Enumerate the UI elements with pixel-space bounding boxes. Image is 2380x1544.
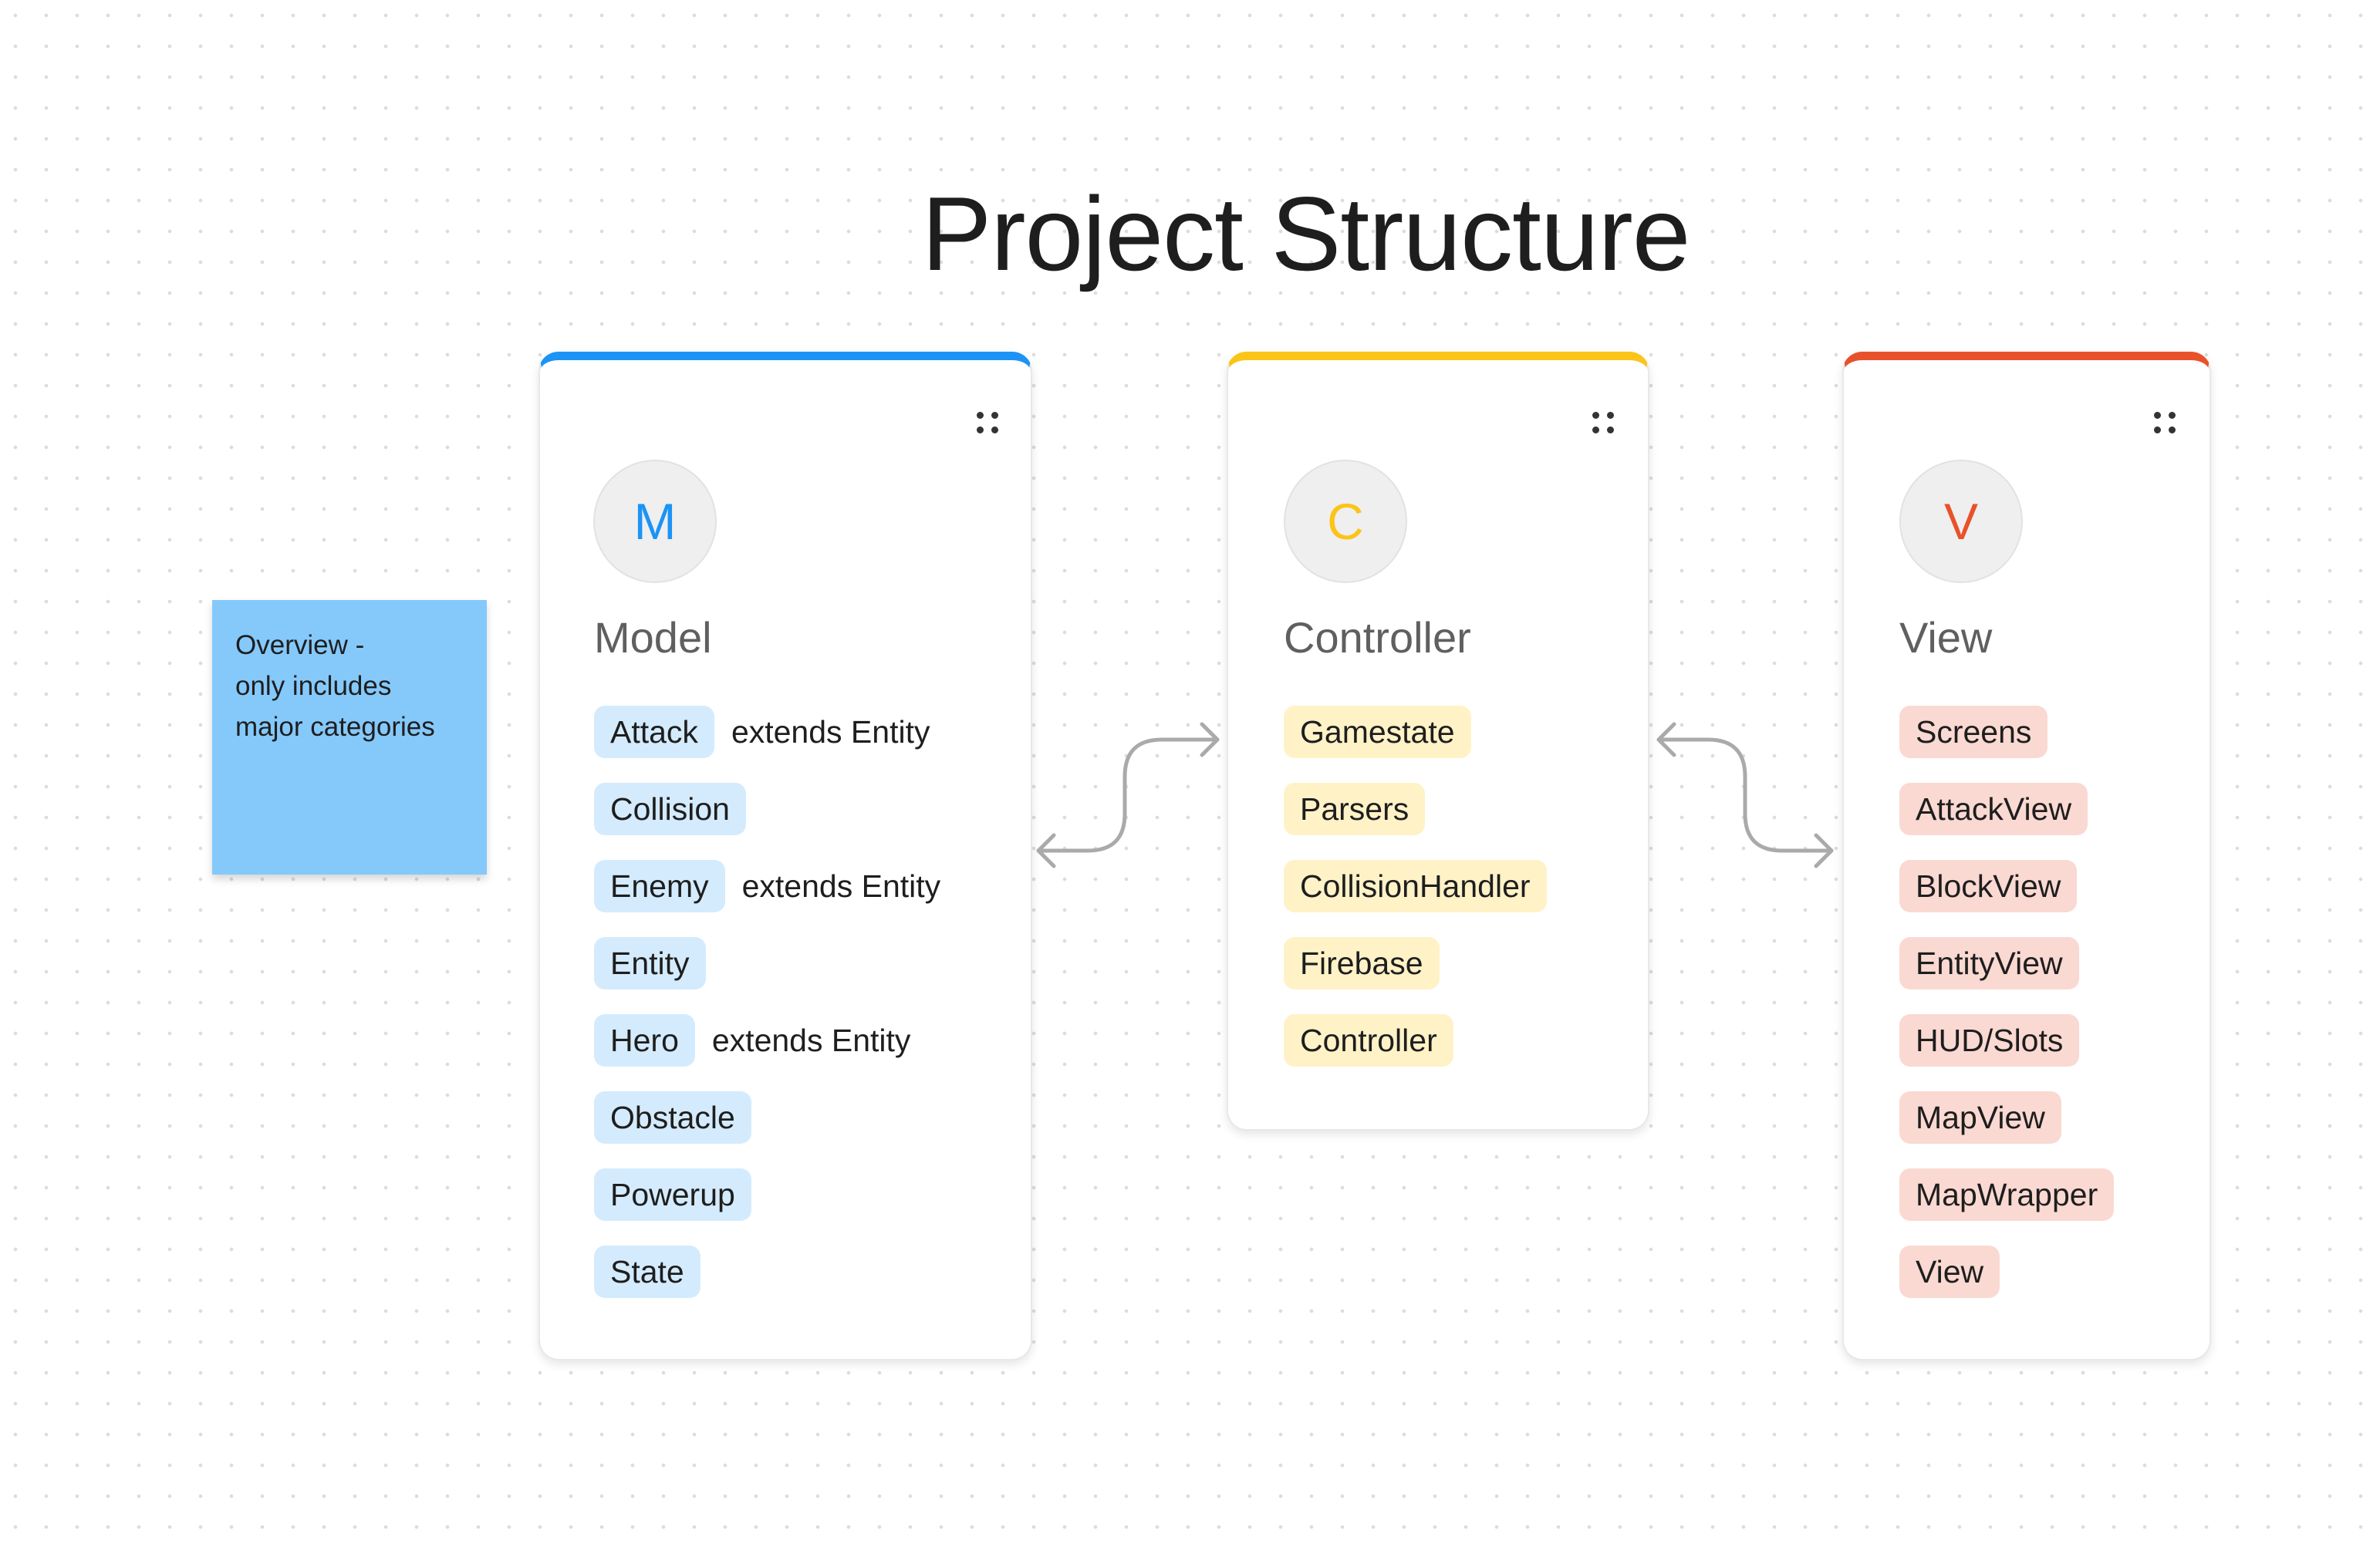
controller-avatar: C — [1284, 460, 1407, 583]
list-item: BlockView — [1899, 860, 2114, 937]
view-tag[interactable]: Screens — [1899, 706, 2048, 758]
list-item: Screens — [1899, 706, 2114, 783]
model-item-list: Attack extends Entity Collision Enemy ex… — [594, 706, 940, 1323]
model-tag[interactable]: Hero — [594, 1014, 695, 1067]
controller-view-connector[interactable] — [1656, 722, 1834, 868]
page-title: Project Structure — [921, 175, 1691, 292]
model-tag[interactable]: Powerup — [594, 1168, 751, 1221]
view-tag[interactable]: MapView — [1899, 1091, 2061, 1144]
model-tag[interactable]: Collision — [594, 783, 746, 835]
model-tag[interactable]: Obstacle — [594, 1091, 751, 1144]
drag-handle-icon[interactable] — [976, 411, 999, 434]
controller-card-title: Controller — [1284, 613, 1471, 662]
model-tag[interactable]: Enemy — [594, 860, 725, 912]
drag-handle-icon[interactable] — [2153, 411, 2176, 434]
controller-tag[interactable]: Gamestate — [1284, 706, 1471, 758]
view-card[interactable]: V View Screens AttackView BlockView Enti… — [1842, 352, 2211, 1360]
list-item: Obstacle — [594, 1091, 940, 1168]
list-item: View — [1899, 1246, 2114, 1323]
drag-handle-icon[interactable] — [1592, 411, 1615, 434]
view-item-list: Screens AttackView BlockView EntityView … — [1899, 706, 2115, 1323]
list-item: Firebase — [1284, 937, 1547, 1014]
list-item: Enemy extends Entity — [594, 860, 940, 937]
list-item: Gamestate — [1284, 706, 1547, 783]
controller-tag[interactable]: Controller — [1284, 1014, 1453, 1067]
view-tag[interactable]: EntityView — [1899, 937, 2079, 989]
extends-note: extends Entity — [731, 714, 930, 750]
model-controller-connector[interactable] — [1036, 722, 1220, 868]
view-tag[interactable]: View — [1899, 1246, 2000, 1298]
list-item: HUD/Slots — [1899, 1014, 2114, 1091]
list-item: Collision — [594, 783, 940, 860]
controller-card[interactable]: C Controller Gamestate Parsers Collision… — [1227, 352, 1649, 1131]
list-item: AttackView — [1899, 783, 2114, 860]
view-card-title: View — [1899, 613, 1993, 662]
controller-tag[interactable]: CollisionHandler — [1284, 860, 1547, 912]
sticky-note-line: Overview - — [235, 630, 365, 660]
list-item: EntityView — [1899, 937, 2114, 1014]
view-tag[interactable]: AttackView — [1899, 783, 2088, 835]
list-item: Powerup — [594, 1168, 940, 1246]
controller-tag[interactable]: Parsers — [1284, 783, 1426, 835]
sticky-note-line: only includes — [235, 671, 392, 701]
model-tag[interactable]: Entity — [594, 937, 706, 989]
sticky-note-line: major categories — [235, 712, 435, 742]
extends-note: extends Entity — [711, 1023, 911, 1058]
model-avatar: M — [593, 460, 717, 583]
list-item: Attack extends Entity — [594, 706, 940, 783]
list-item: Entity — [594, 937, 940, 1014]
list-item: Hero extends Entity — [594, 1014, 940, 1091]
view-tag[interactable]: BlockView — [1899, 860, 2078, 912]
model-tag[interactable]: State — [594, 1246, 700, 1298]
list-item: Parsers — [1284, 783, 1547, 860]
controller-item-list: Gamestate Parsers CollisionHandler Fireb… — [1284, 706, 1547, 1091]
controller-tag[interactable]: Firebase — [1284, 937, 1440, 989]
list-item: MapView — [1899, 1091, 2114, 1168]
view-tag[interactable]: MapWrapper — [1899, 1168, 2115, 1221]
view-tag[interactable]: HUD/Slots — [1899, 1014, 2080, 1067]
extends-note: extends Entity — [741, 868, 941, 904]
model-tag[interactable]: Attack — [594, 706, 714, 758]
view-avatar: V — [1899, 460, 2023, 583]
model-card[interactable]: M Model Attack extends Entity Collision … — [538, 352, 1032, 1360]
list-item: MapWrapper — [1899, 1168, 2115, 1246]
sticky-note[interactable]: Overview - only includes major categorie… — [212, 600, 487, 875]
list-item: Controller — [1284, 1014, 1547, 1091]
list-item: State — [594, 1246, 940, 1323]
model-card-title: Model — [594, 613, 712, 662]
list-item: CollisionHandler — [1284, 860, 1547, 937]
